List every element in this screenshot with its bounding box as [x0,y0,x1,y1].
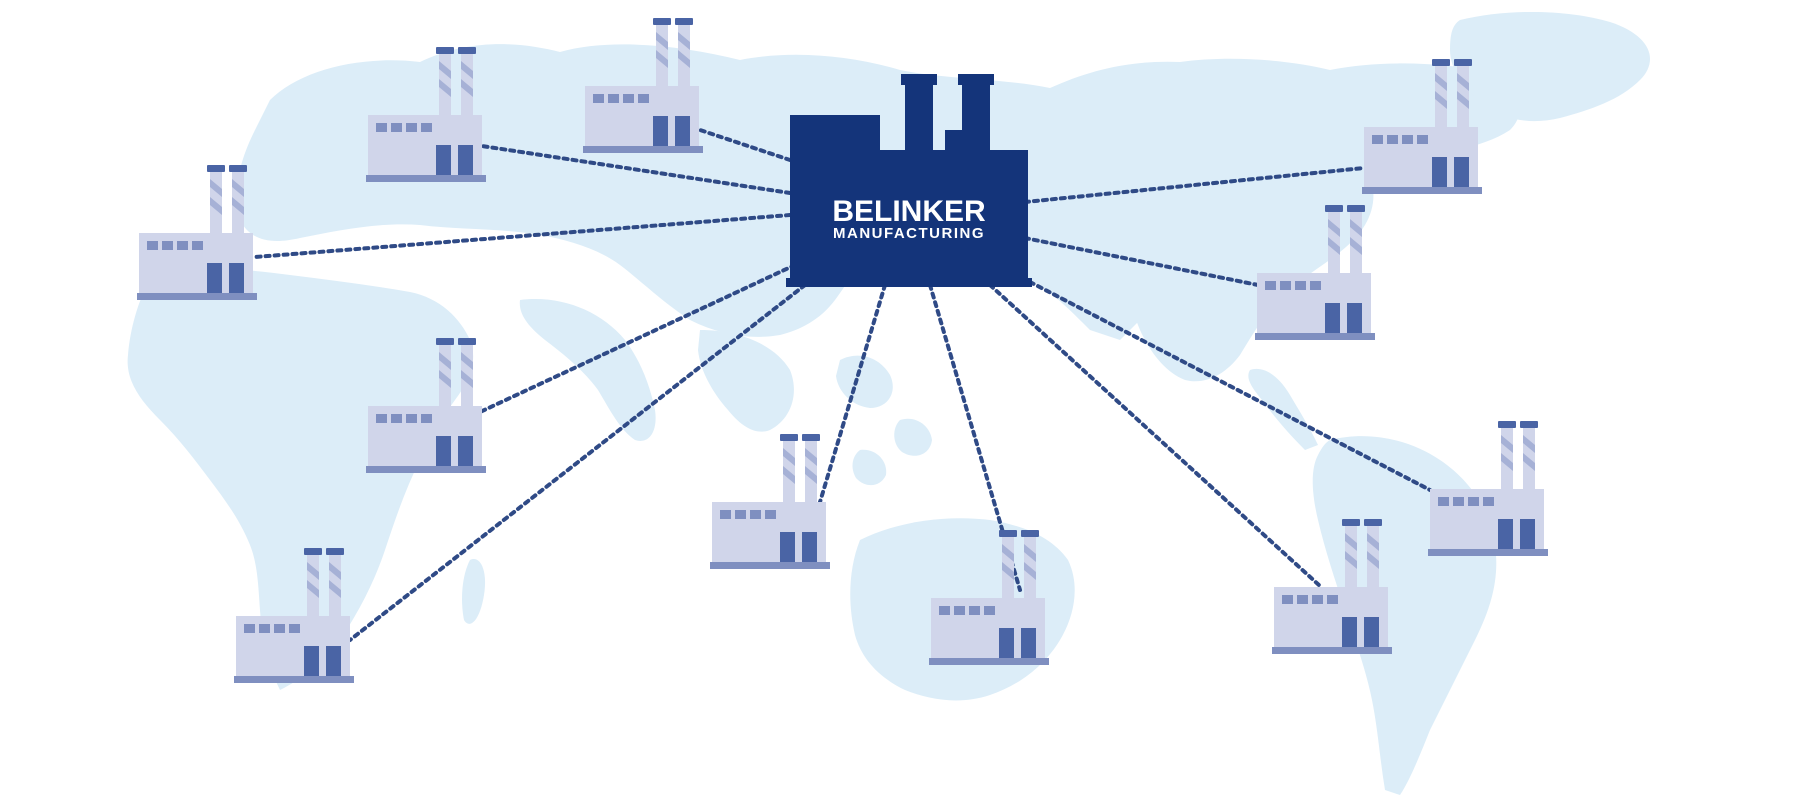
connector-line [1023,236,1260,287]
connector-line [478,263,797,414]
connector-line [253,213,792,259]
connector-line [348,283,807,642]
connector-line [1023,166,1366,204]
connector-line [698,128,792,162]
connector-line [1028,280,1432,492]
connector-line [480,144,792,195]
hq-building: BELINKER MANUFACTURING [786,74,1032,287]
factory-icon [710,434,830,569]
factory-icon [137,165,257,300]
hq-name: BELINKER [832,195,986,228]
hq-subtitle: MANUFACTURING [833,225,985,242]
connector-line [818,283,887,504]
connector-line [988,283,1322,588]
